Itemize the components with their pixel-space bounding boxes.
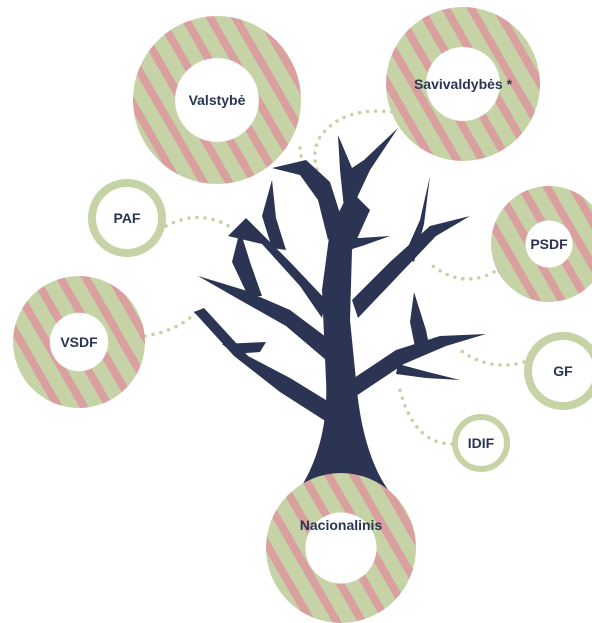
branch-left-twig-b [232, 230, 262, 296]
branch-left-twig-a [262, 180, 286, 250]
node-idif-label: IDIF [467, 435, 495, 451]
node-vsdf-label: VSDF [60, 334, 98, 350]
node-valstybe-label: Valstybė [188, 92, 246, 108]
branch-left-lower [194, 308, 334, 424]
branch-right-twig-a [404, 176, 430, 262]
node-psdf-label: PSDF [530, 236, 568, 252]
branch-right-upper [352, 216, 470, 318]
tree-trunk [296, 190, 392, 495]
branch-left-upper [228, 218, 326, 318]
tree-silhouette [194, 128, 486, 495]
node-savivaldybes-label: Savivaldybės * [413, 76, 513, 92]
connector-psdf [426, 260, 496, 281]
node-gf-label: GF [553, 363, 573, 379]
node-nacionalinis-label: Nacionalinis [299, 517, 383, 533]
branch-right-twig-b [410, 292, 430, 352]
node-paf: PAF [88, 179, 166, 257]
connector-idif [398, 388, 454, 446]
node-psdf: PSDF [491, 186, 592, 302]
node-gf: GF [524, 332, 592, 410]
branch-left-twig-c [222, 342, 266, 354]
node-savivaldybes: Savivaldybės * [386, 7, 540, 161]
branch-left-mid [198, 276, 330, 360]
node-vsdf: VSDF [13, 276, 145, 408]
branch-right-lower [340, 236, 390, 252]
branch-right-twig-c [396, 364, 460, 380]
connector-paf [164, 215, 234, 230]
tree-diagram [143, 109, 526, 495]
node-idif: IDIF [452, 414, 510, 472]
connector-savivaldybes [313, 109, 394, 182]
branch-top-right [338, 128, 398, 208]
connector-gf [458, 348, 526, 367]
node-paf-label: PAF [113, 210, 141, 226]
connector-vsdf [143, 310, 198, 338]
node-valstybe: Valstybė [133, 16, 301, 184]
node-nacionalinis: Nacionalinis [266, 473, 416, 623]
branch-top-left [272, 160, 342, 240]
